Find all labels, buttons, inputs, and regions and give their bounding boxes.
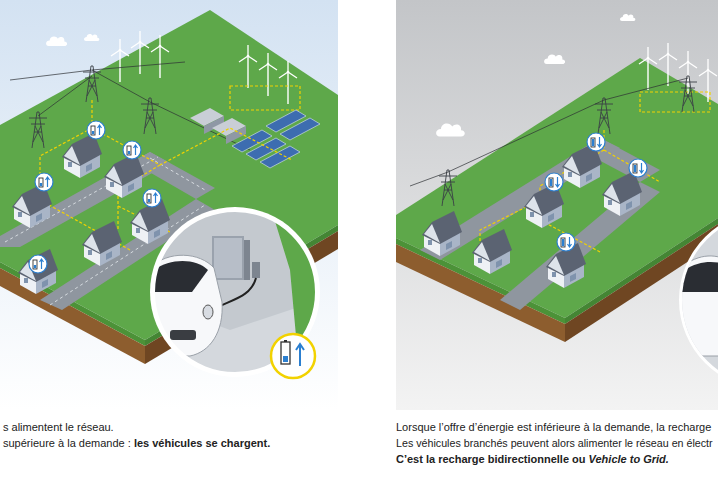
caption-line: Les véhicules branchés peuvent alors ali… (396, 436, 713, 450)
caption-text: supérieure à la demande : (3, 437, 131, 449)
caption-text: C’est la recharge bidirectionnelle ou (396, 453, 586, 465)
caption-line: Lorsque l’offre d’énergie est inférieure… (396, 420, 711, 434)
caption-text: Les véhicules branchés peuvent alors ali… (396, 437, 713, 449)
caption-line: supérieure à la demande :les véhicules s… (3, 436, 270, 450)
caption-line: C’est la recharge bidirectionnelle ouVeh… (396, 452, 669, 466)
caption-text: Vehicle to Grid. (589, 453, 669, 465)
caption-text: les véhicules se chargent. (134, 437, 270, 449)
caption-text: Lorsque l’offre d’énergie est inférieure… (396, 421, 711, 433)
caption-line: s alimentent le réseau. (3, 420, 114, 434)
caption-text: s alimentent le réseau. (3, 421, 114, 433)
